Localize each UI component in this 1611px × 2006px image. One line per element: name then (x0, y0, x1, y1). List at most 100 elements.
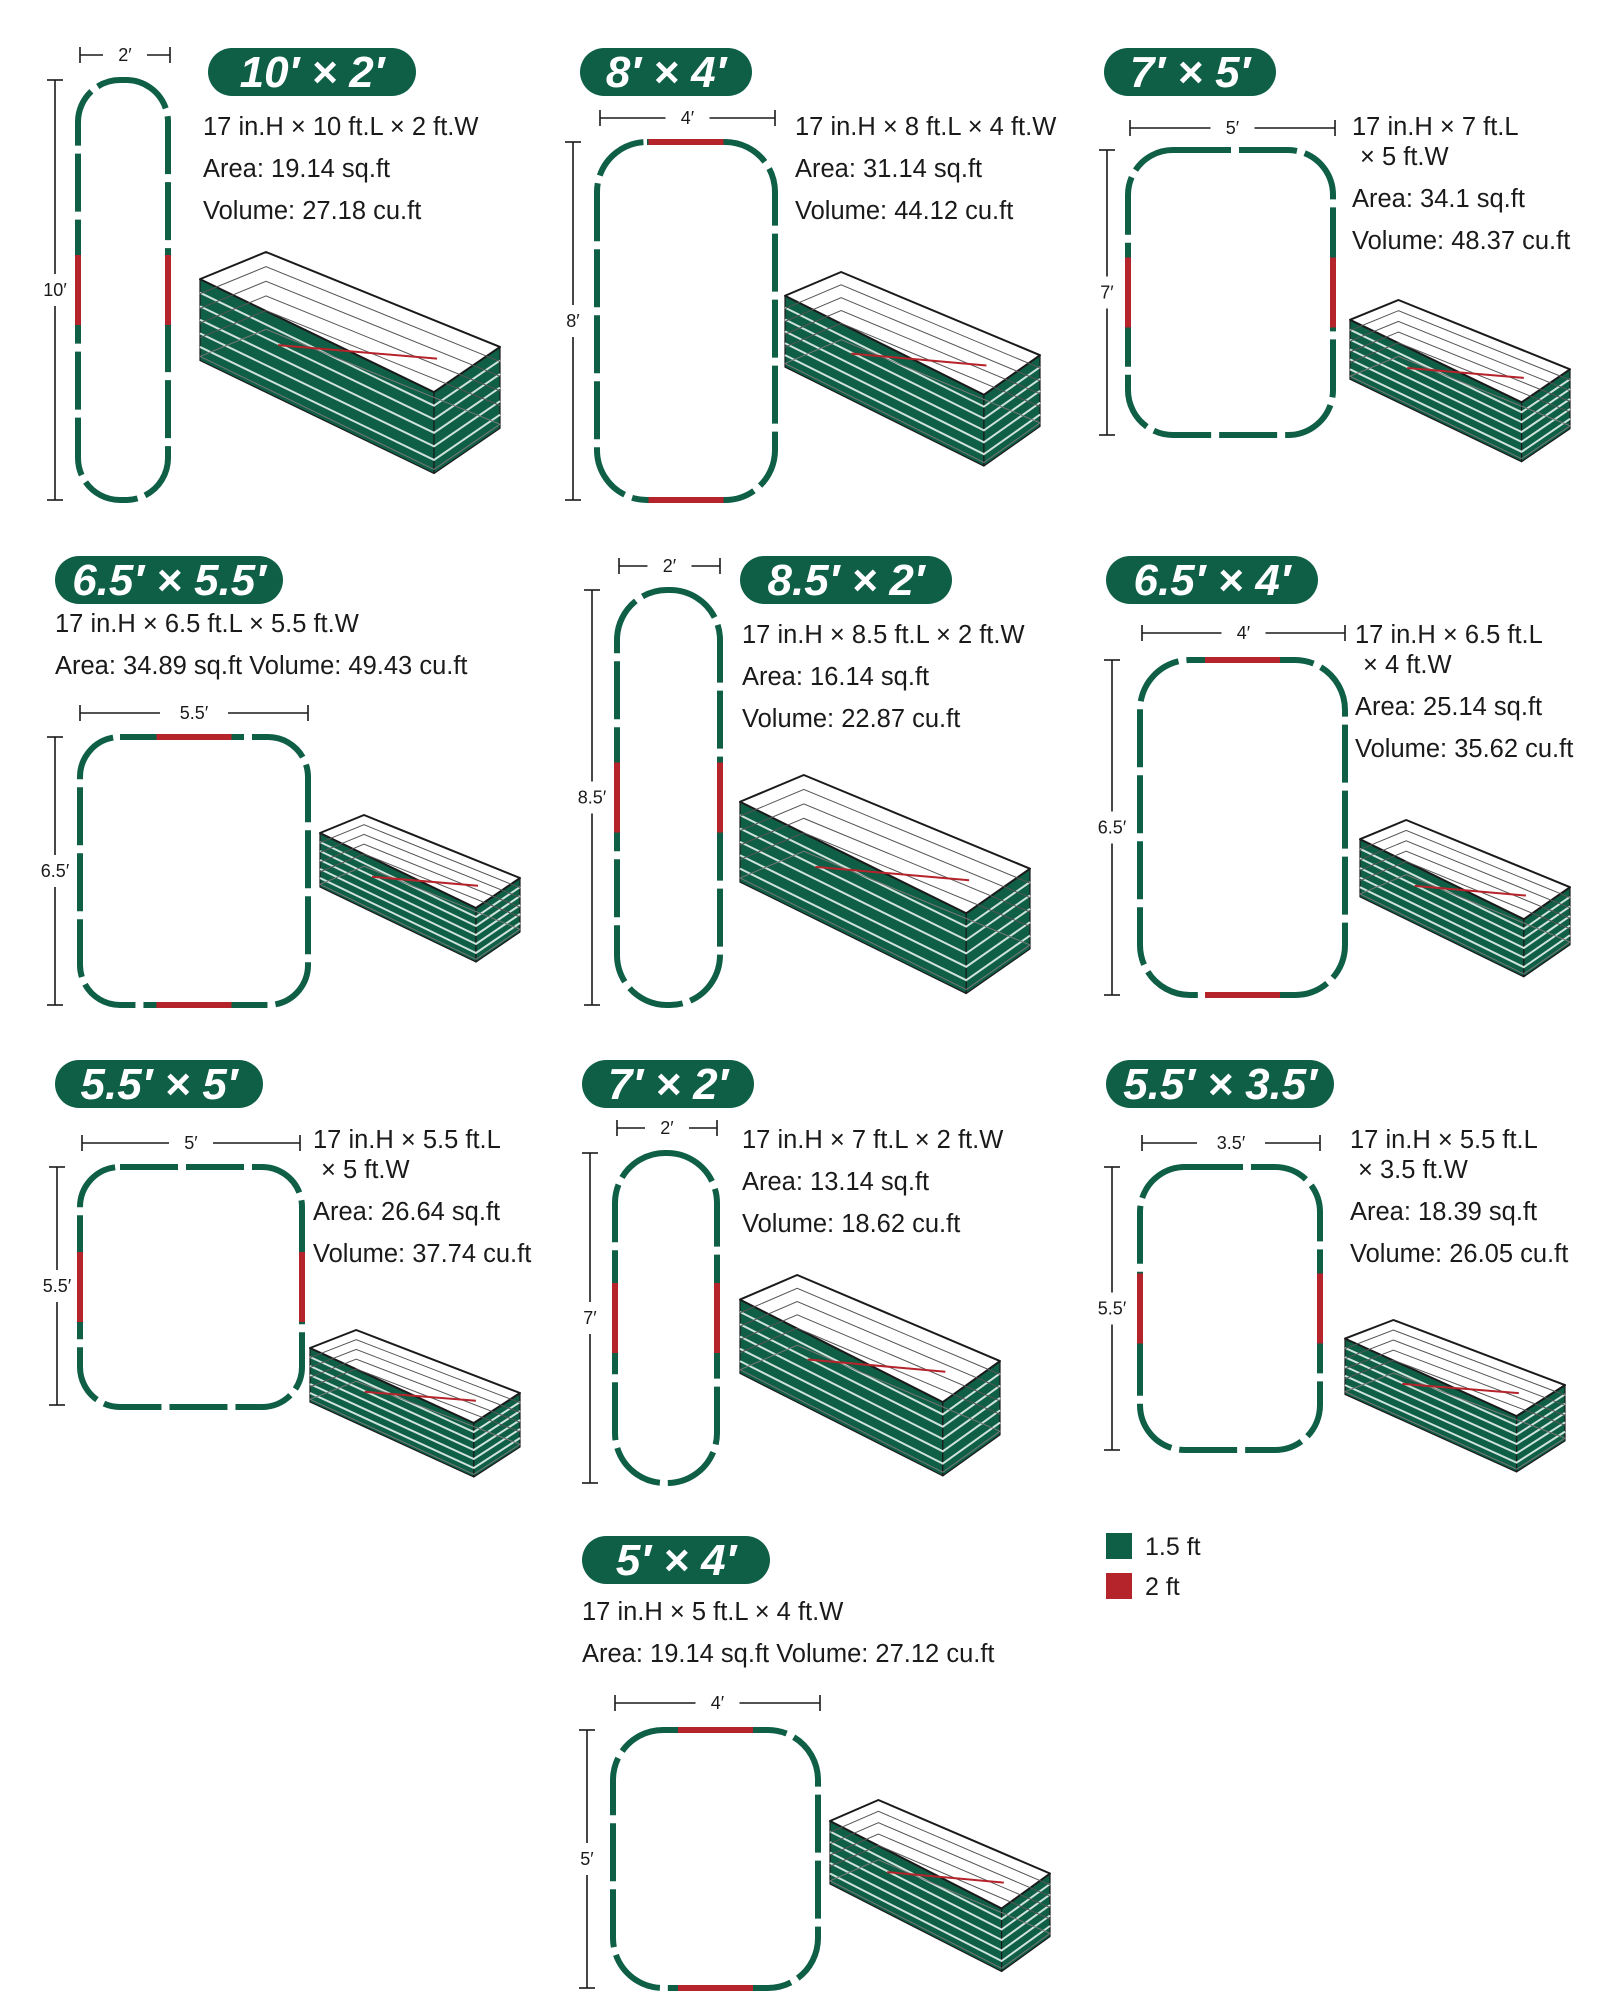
width-label: 2′ (660, 1118, 674, 1138)
length-label: 5′ (580, 1849, 594, 1869)
raised-bed-illustration (198, 251, 502, 475)
spec-line: Area: 31.14 sq.ft (795, 155, 982, 183)
legend-swatch (1106, 1573, 1132, 1599)
length-dimension: 6.5′ (1098, 659, 1127, 996)
size-title: 6.5′ × 4′ (1134, 556, 1293, 605)
length-dimension: 6.5′ (41, 736, 70, 1006)
size-title-badge: 8′ × 4′ (580, 48, 752, 97)
size-title: 7′ × 5′ (1130, 48, 1253, 97)
top-view-outline (1125, 147, 1336, 438)
spec-line: × 4 ft.W (1363, 651, 1452, 679)
spec-block: 17 in.H × 7 ft.L × 2 ft.W Area: 13.14 sq.… (742, 1126, 1003, 1238)
spec-line: Area: 13.14 sq.ft (742, 1168, 929, 1196)
spec-line: 17 in.H × 8 ft.L × 4 ft.W (795, 113, 1056, 141)
spec-block: 17 in.H × 6.5 ft.L × 5.5 ft.W Area: 34.89… (55, 610, 468, 680)
spec-block: 17 in.H × 5 ft.L × 4 ft.W Area: 19.14 sq.… (582, 1598, 995, 1668)
size-title: 8′ × 4′ (606, 48, 729, 97)
length-dimension: 7′ (1099, 149, 1115, 436)
top-view-outline (614, 587, 723, 1008)
width-dimension: 5.5′ (79, 703, 309, 723)
size-title: 10′ × 2′ (240, 48, 387, 97)
raised-bed-illustration (738, 774, 1032, 995)
size-title-badge: 7′ × 2′ (582, 1060, 754, 1109)
top-view-outline (594, 139, 778, 503)
spec-line: Area: 18.39 sq.ft (1350, 1198, 1537, 1226)
spec-line: 17 in.H × 5 ft.L × 4 ft.W (582, 1598, 843, 1626)
spec-line: Volume: 35.62 cu.ft (1355, 735, 1573, 763)
spec-line: Area: 19.14 sq.ft (203, 155, 390, 183)
top-view-outline (77, 1164, 305, 1410)
length-dimension: 5.5′ (43, 1166, 72, 1406)
length-label: 6.5′ (41, 861, 70, 881)
width-label: 5′ (184, 1133, 198, 1153)
top-view-outline (1137, 657, 1348, 998)
spec-line: 17 in.H × 10 ft.L × 2 ft.W (203, 113, 478, 141)
size-title-badge: 5.5′ × 3.5′ (1106, 1060, 1334, 1109)
raised-bed-illustration (1348, 299, 1572, 463)
width-label: 2′ (663, 556, 677, 576)
size-title: 7′ × 2′ (608, 1060, 731, 1109)
spec-line: Volume: 27.18 cu.ft (203, 197, 421, 225)
spec-line: × 5 ft.W (321, 1156, 410, 1184)
spec-line: Volume: 26.05 cu.ft (1350, 1240, 1568, 1268)
raised-bed-illustration (308, 1329, 522, 1478)
width-label: 5.5′ (180, 703, 209, 723)
width-dimension: 5′ (81, 1133, 301, 1153)
spec-line: Volume: 18.62 cu.ft (742, 1210, 960, 1238)
width-dimension: 3.5′ (1141, 1133, 1321, 1153)
width-label: 4′ (681, 108, 695, 128)
size-title-badge: 7′ × 5′ (1104, 48, 1276, 97)
raised-bed-illustration (783, 271, 1042, 467)
top-view-outline (610, 1727, 821, 1991)
size-title-badge: 5′ × 4′ (582, 1536, 770, 1585)
spec-line: Volume: 37.74 cu.ft (313, 1240, 531, 1268)
legend-label: 1.5 ft (1145, 1533, 1201, 1561)
spec-line: 17 in.H × 7 ft.L × 2 ft.W (742, 1126, 1003, 1154)
width-dimension: 4′ (1141, 623, 1346, 643)
spec-block: 17 in.H × 8 ft.L × 4 ft.W Area: 31.14 sq.… (795, 113, 1056, 225)
size-title-badge: 6.5′ × 4′ (1106, 556, 1318, 605)
spec-line: Volume: 48.37 cu.ft (1352, 227, 1570, 255)
length-label: 6.5′ (1098, 818, 1127, 838)
length-dimension: 8.5′ (578, 589, 607, 1006)
size-title-badge: 5.5′ × 5′ (55, 1060, 263, 1109)
spec-line: Area: 34.89 sq.ft Volume: 49.43 cu.ft (55, 652, 468, 680)
legend: 1.5 ft2 ft (1106, 1533, 1201, 1601)
size-title: 8.5′ × 2′ (768, 556, 927, 605)
width-dimension: 2′ (618, 556, 721, 576)
spec-line: Area: 19.14 sq.ft Volume: 27.12 cu.ft (582, 1640, 995, 1668)
size-title: 5′ × 4′ (616, 1536, 739, 1585)
spec-line: × 3.5 ft.W (1358, 1156, 1468, 1184)
raised-bed-illustration (318, 814, 522, 963)
width-label: 4′ (1237, 623, 1251, 643)
width-label: 4′ (711, 1693, 725, 1713)
spec-block: 17 in.H × 10 ft.L × 2 ft.W Area: 19.14 sq… (203, 113, 478, 225)
raised-bed-illustration (828, 1799, 1052, 1973)
size-title: 5.5′ × 5′ (81, 1060, 240, 1109)
width-label: 2′ (118, 45, 132, 65)
length-label: 8′ (566, 311, 580, 331)
size-title: 6.5′ × 5.5′ (72, 556, 268, 605)
length-label: 10′ (43, 280, 67, 300)
length-dimension: 7′ (582, 1152, 598, 1484)
spec-line: 17 in.H × 6.5 ft.L (1355, 621, 1543, 649)
width-label: 5′ (1226, 118, 1240, 138)
width-label: 3.5′ (1217, 1133, 1246, 1153)
spec-line: 17 in.H × 6.5 ft.L × 5.5 ft.W (55, 610, 359, 638)
spec-line: 17 in.H × 8.5 ft.L × 2 ft.W (742, 621, 1025, 649)
length-label: 8.5′ (578, 788, 607, 808)
raised-bed-illustration (738, 1274, 1002, 1477)
top-view-outline (75, 77, 171, 503)
spec-line: Volume: 22.87 cu.ft (742, 705, 960, 733)
spec-line: 17 in.H × 7 ft.L (1352, 113, 1519, 141)
size-title-badge: 6.5′ × 5.5′ (55, 556, 283, 605)
width-dimension: 5′ (1129, 118, 1336, 138)
length-dimension: 10′ (43, 79, 67, 501)
width-dimension: 4′ (599, 108, 776, 128)
spec-line: Volume: 44.12 cu.ft (795, 197, 1013, 225)
